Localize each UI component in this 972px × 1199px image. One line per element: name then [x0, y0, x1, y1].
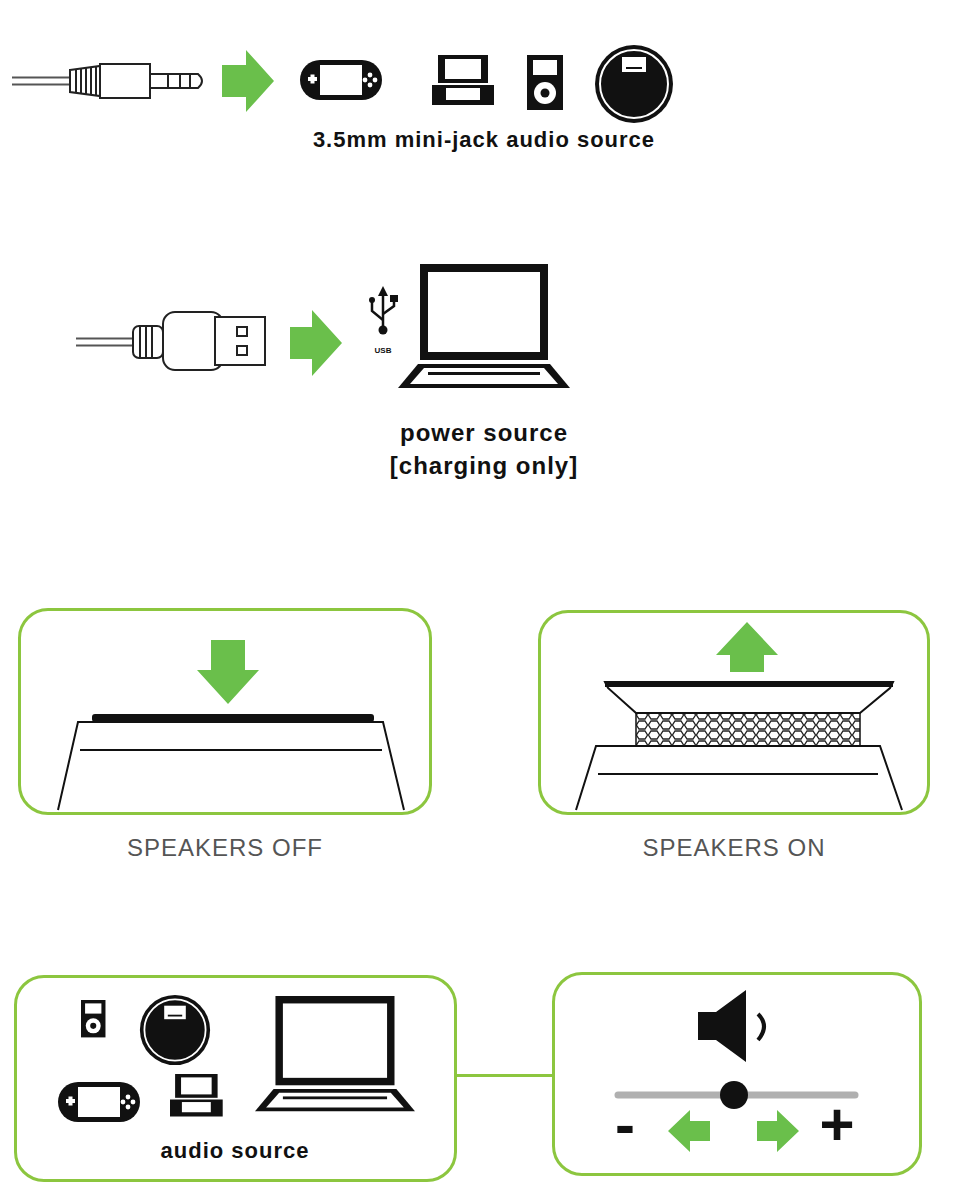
node-text: +: [819, 1092, 854, 1158]
panel-box: SPEAKERS ON: [538, 610, 930, 875]
caption-label: 3.5mm mini-jack audio source: [313, 128, 655, 152]
panel-box: audio source: [14, 975, 457, 1182]
rounded-frame: [18, 608, 432, 815]
node-text: -: [615, 1092, 635, 1158]
connector-line: [457, 1075, 552, 1076]
caption-label: power source: [400, 420, 568, 446]
panel-box: -+: [552, 972, 922, 1176]
node-text: audio source: [161, 1139, 310, 1163]
caption-label: USB: [375, 347, 392, 356]
rounded-frame: [538, 610, 930, 815]
node-text: SPEAKERS ON: [642, 835, 825, 861]
panel-box: SPEAKERS OFF: [18, 608, 432, 875]
node-text: SPEAKERS OFF: [127, 835, 323, 861]
rounded-frame: [552, 972, 922, 1176]
caption-label: [charging only]: [390, 453, 578, 479]
